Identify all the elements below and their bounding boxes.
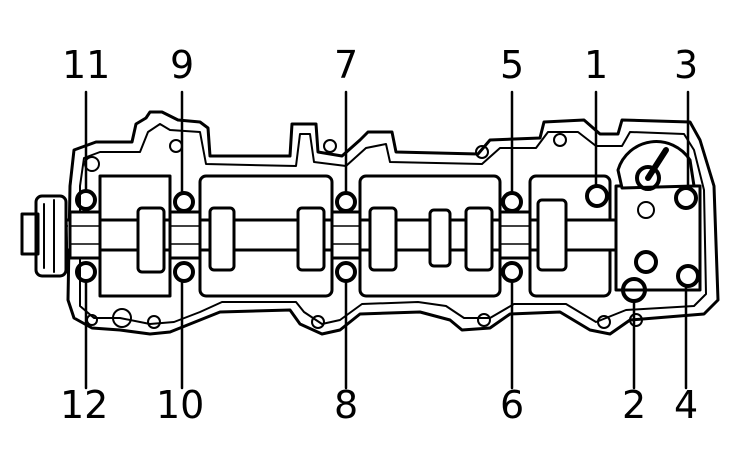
label-9: 9 bbox=[170, 43, 195, 87]
cam-lobe-3 bbox=[296, 206, 326, 272]
cam-lobe-5 bbox=[428, 208, 452, 268]
camshaft-flange bbox=[34, 194, 68, 278]
label-10: 10 bbox=[156, 383, 205, 427]
label-6: 6 bbox=[500, 383, 525, 427]
cam-lobe-1 bbox=[136, 206, 166, 274]
housing-outline bbox=[66, 110, 720, 336]
bolt-7 bbox=[335, 191, 357, 213]
label-11: 11 bbox=[62, 43, 111, 87]
mount-hole bbox=[311, 315, 325, 329]
mount-hole bbox=[323, 139, 337, 153]
cam-lobe-2 bbox=[208, 206, 236, 272]
bolt-4 bbox=[676, 264, 700, 288]
label-1: 1 bbox=[584, 43, 609, 87]
mount-hole bbox=[169, 139, 183, 153]
label-12: 12 bbox=[60, 383, 109, 427]
cam-lobe-4 bbox=[368, 206, 398, 272]
journal-1 bbox=[68, 210, 102, 260]
mount-hole bbox=[477, 313, 491, 327]
mount-hole bbox=[475, 145, 489, 159]
mount-hole bbox=[597, 315, 611, 329]
bolt-3 bbox=[674, 186, 698, 210]
label-8: 8 bbox=[334, 383, 359, 427]
label-7: 7 bbox=[334, 43, 359, 87]
journal-4 bbox=[498, 210, 532, 260]
label-5: 5 bbox=[500, 43, 525, 87]
bolt-extra-lower bbox=[634, 250, 658, 274]
bolt-10 bbox=[173, 261, 195, 283]
mount-hole bbox=[553, 133, 567, 147]
mount-hole bbox=[112, 308, 132, 328]
journal-2 bbox=[168, 210, 202, 260]
cam-lobe-6 bbox=[464, 206, 494, 272]
end-plate bbox=[614, 184, 702, 292]
label-3: 3 bbox=[674, 43, 699, 87]
mount-hole bbox=[637, 201, 655, 219]
bolt-extra-upper bbox=[635, 165, 661, 191]
leader-lines bbox=[84, 90, 690, 390]
label-2: 2 bbox=[622, 383, 647, 427]
mount-hole bbox=[147, 315, 161, 329]
journal-3 bbox=[330, 210, 362, 260]
bolt-8 bbox=[335, 261, 357, 283]
camshaft-nose bbox=[20, 212, 40, 256]
cam-lobe-7 bbox=[536, 198, 568, 272]
bolt-5 bbox=[501, 191, 523, 213]
housing-inner-line bbox=[79, 123, 707, 325]
label-4: 4 bbox=[674, 383, 699, 427]
bolt-6 bbox=[501, 261, 523, 283]
bolt-9 bbox=[173, 191, 195, 213]
